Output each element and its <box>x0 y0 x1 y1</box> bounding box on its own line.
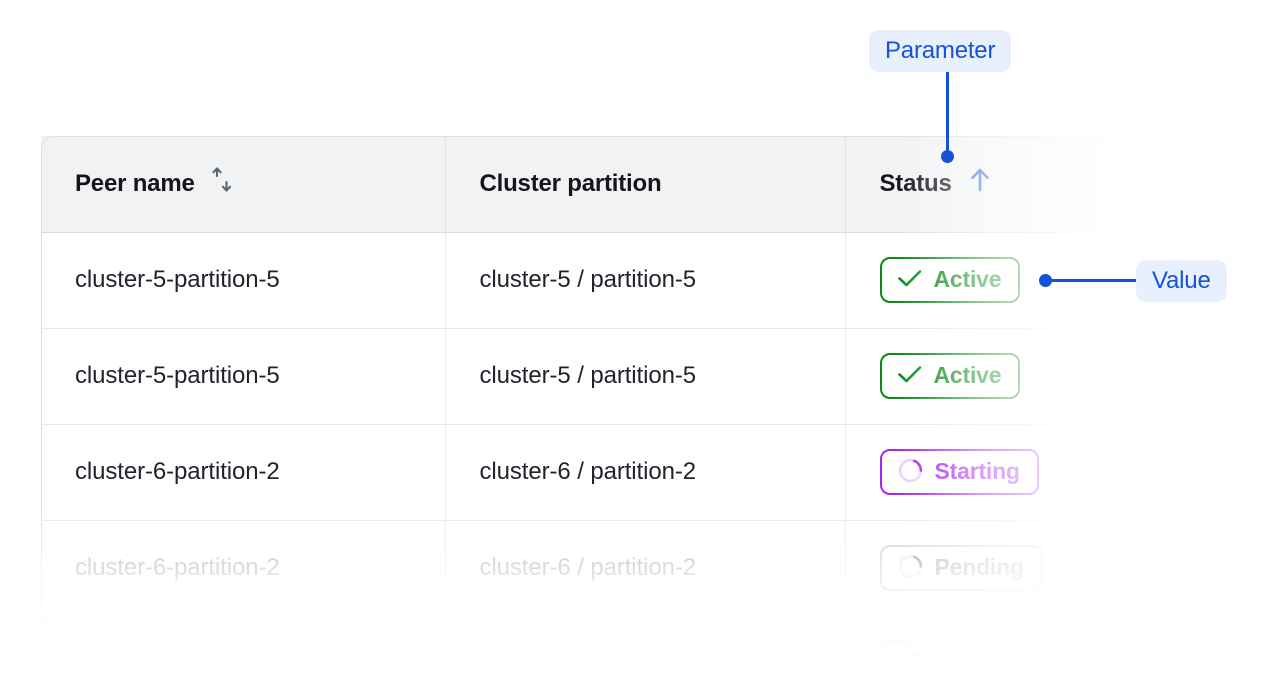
cell-status: Starting <box>845 424 1196 521</box>
column-header-status-label: Status <box>879 169 952 197</box>
column-header-status[interactable]: Status <box>845 136 1196 233</box>
column-header-cluster-partition[interactable]: Cluster partition <box>445 136 846 233</box>
table-header-row: Peer name Cluster partition <box>41 136 1196 233</box>
cell-peer-name: cluster-5-partition-5 <box>41 232 446 329</box>
status-badge-label: Pending <box>934 553 1025 580</box>
parameter-leader-line <box>946 72 949 156</box>
cell-cluster-partition: cluster-5 / partition-5 <box>445 328 846 425</box>
cell-status <box>845 616 1196 688</box>
value-callout-badge: Value <box>1136 260 1227 302</box>
table-row[interactable] <box>41 616 1196 688</box>
status-badge-label: Active <box>933 265 1002 292</box>
peers-table-container: Peer name Cluster partition <box>41 136 1196 688</box>
parameter-anchor-dot <box>941 150 954 163</box>
sort-updown-icon[interactable] <box>209 165 235 202</box>
value-anchor-dot <box>1039 274 1052 287</box>
status-badge-pending: Pending <box>879 545 1043 591</box>
value-leader-line <box>1049 279 1139 282</box>
cell-peer-name: cluster-6-partition-2 <box>41 424 446 521</box>
table-row[interactable]: cluster-6-partition-2 cluster-6 / partit… <box>41 520 1196 617</box>
status-badge-active: Active <box>879 353 1021 399</box>
peers-table: Peer name Cluster partition <box>41 136 1196 688</box>
check-icon <box>897 364 923 388</box>
check-icon <box>897 268 923 292</box>
table-header: Peer name Cluster partition <box>41 136 1196 233</box>
column-header-peer-name[interactable]: Peer name <box>41 136 446 233</box>
cell-status: Active <box>845 328 1196 425</box>
parameter-callout-badge: Parameter <box>869 30 1012 72</box>
cell-cluster-partition: cluster-6 / partition-2 <box>445 424 846 521</box>
spinner-icon <box>897 553 924 584</box>
table-body: cluster-5-partition-5 cluster-5 / partit… <box>41 232 1196 688</box>
column-header-cluster-partition-label: Cluster partition <box>479 169 662 197</box>
status-badge-pending <box>879 641 954 687</box>
cell-cluster-partition: cluster-5 / partition-5 <box>445 232 846 329</box>
status-badge-starting: Starting <box>879 449 1039 495</box>
cell-peer-name: cluster-6-partition-2 <box>41 520 446 617</box>
column-header-peer-name-label: Peer name <box>75 169 195 197</box>
cell-peer-name: cluster-5-partition-5 <box>41 328 446 425</box>
spinner-icon <box>897 649 924 680</box>
table-row[interactable]: cluster-5-partition-5 cluster-5 / partit… <box>41 328 1196 425</box>
sort-asc-arrow-icon[interactable] <box>966 165 994 202</box>
cell-cluster-partition: cluster-6 / partition-2 <box>445 520 846 617</box>
spinner-icon <box>897 457 924 488</box>
status-badge-active: Active <box>879 257 1021 303</box>
status-badge-label: Active <box>933 361 1002 388</box>
cell-status: Pending <box>845 520 1196 617</box>
cell-cluster-partition <box>445 616 846 688</box>
table-row[interactable]: cluster-5-partition-5 cluster-5 / partit… <box>41 232 1196 329</box>
table-row[interactable]: cluster-6-partition-2 cluster-6 / partit… <box>41 424 1196 521</box>
cell-peer-name <box>41 616 446 688</box>
status-badge-label: Starting <box>934 457 1020 484</box>
